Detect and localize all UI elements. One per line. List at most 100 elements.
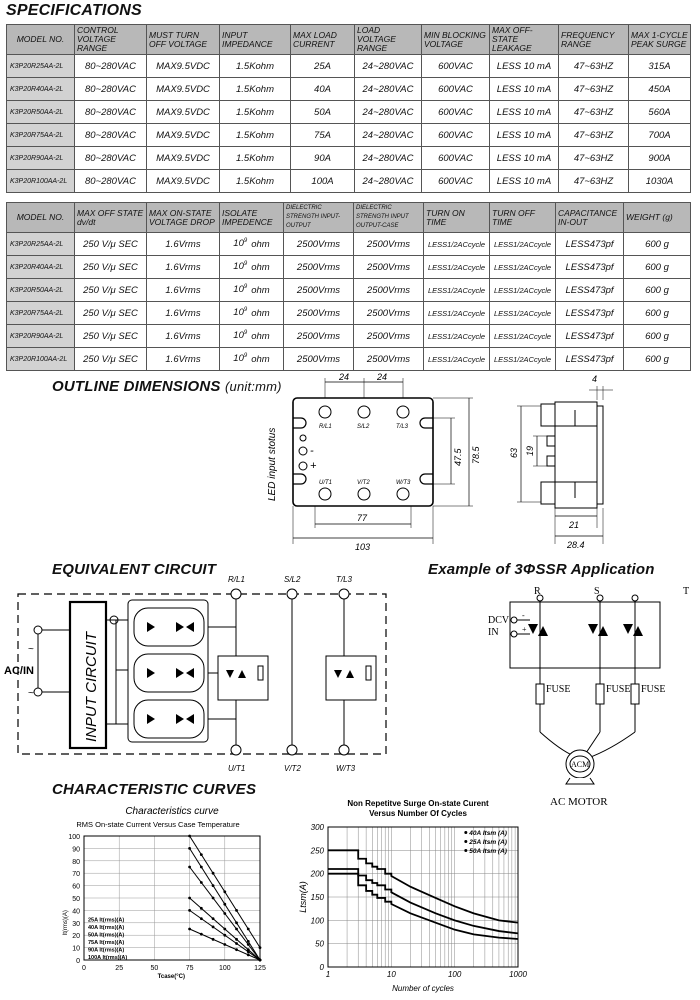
table-cell: 47~63HZ — [558, 123, 629, 147]
table-cell: 1.6Vrms — [146, 232, 220, 256]
dim-47-5: 47.5 — [453, 447, 463, 466]
table-cell: MAX9.5VDC — [146, 100, 220, 124]
term-tl3: T/L3 — [396, 424, 409, 430]
table-cell: LESS1/2ACcycle — [489, 347, 556, 371]
y-tick-label: 40 — [72, 908, 80, 915]
circuit-ut1: U/T1 — [228, 764, 245, 773]
table-cell: 1.5Kohm — [219, 123, 291, 147]
application-diagram: R S T DCV IN - + FUSE FUSE FUSE ACM AC M… — [488, 586, 689, 808]
led-minus: - — [310, 445, 314, 457]
series-point — [223, 927, 227, 931]
isolate-base: 10 — [233, 261, 244, 273]
series-point — [211, 937, 215, 941]
plot-frame — [83, 835, 261, 961]
table-cell: 600 g — [623, 278, 691, 302]
series-point — [235, 909, 238, 912]
chart-title: Non Repetitve Surge On-state Curent — [347, 799, 489, 808]
header-cell: INPUT IMPEDANCE — [219, 24, 291, 55]
circuit-wt3: W/T3 — [336, 764, 356, 773]
isolate-base: 10 — [233, 330, 244, 342]
acm-label: ACM — [571, 760, 589, 769]
y-tick-label: 250 — [310, 846, 325, 855]
exponent: 9 — [243, 330, 248, 337]
table-cell: 600 g — [623, 347, 691, 371]
header-cell: MAX OFF-STATE LEAKAGE — [489, 24, 559, 55]
x-tick-label: 75 — [186, 965, 194, 972]
legend-marker — [464, 831, 468, 834]
series-point — [199, 917, 203, 921]
table-cell: 600 g — [623, 301, 691, 325]
series-point — [211, 925, 215, 929]
dim-24a: 24 — [338, 372, 349, 382]
exponent: 9 — [243, 238, 248, 245]
header-cell: WEIGHT (g) — [623, 202, 691, 233]
table-cell: 1.5Kohm — [219, 100, 291, 124]
tilde-1: ~ — [28, 644, 34, 655]
series-point — [235, 948, 238, 952]
ssr-body — [292, 397, 434, 507]
table-cell: MAX9.5VDC — [146, 146, 220, 170]
series-point — [223, 912, 227, 915]
term-wt3: W/T3 — [396, 480, 411, 486]
table-cell: 2500Vrms — [283, 324, 354, 348]
table-cell: 2500Vrms — [283, 347, 354, 371]
term-sl2: S/L2 — [357, 424, 370, 430]
table-cell: 47~63HZ — [558, 146, 629, 170]
table-cell: K3P20R50AA-2L — [6, 278, 75, 302]
header-cell: FREQUENCY RANGE — [558, 24, 629, 55]
y-tick-label: 150 — [311, 893, 325, 902]
input-circuit-box — [68, 600, 108, 750]
table-cell: 80~280VAC — [74, 100, 147, 124]
table-cell: 1.6Vrms — [146, 301, 220, 325]
y-tick-label: 70 — [72, 871, 80, 878]
x-tick-label: 1 — [326, 970, 330, 979]
x-axis-label: Tcase(°C) — [158, 974, 185, 980]
series-point — [258, 946, 262, 949]
table-cell: 600VAC — [421, 54, 490, 78]
table-cell: 2500Vrms — [353, 278, 424, 302]
outline-drawing: 24 24 R/L1 S/L2 T/L3 U/T1 V/T2 W/T3 - + … — [267, 372, 613, 552]
header-cell: DIELECTRIC STRENGTH INPUT-OUTPUT — [283, 202, 354, 233]
y-tick-label: 0 — [76, 958, 80, 965]
table-cell: LESS1/2ACcycle — [423, 278, 490, 302]
table-cell: 25A — [290, 54, 355, 78]
table-cell: 90A — [290, 146, 355, 170]
table-cell: LESS473pf — [555, 347, 624, 371]
table-cell: 600VAC — [421, 100, 490, 124]
x-tick-label: 125 — [254, 965, 266, 972]
y-tick-label: 20 — [72, 933, 80, 940]
series-point — [211, 917, 215, 921]
series-point — [235, 921, 238, 925]
led-plus: + — [310, 460, 317, 472]
y-tick-label: 300 — [311, 823, 325, 832]
y-tick-label: 50 — [72, 896, 80, 903]
legend-entry: 75A It(rms)(A) — [88, 940, 124, 946]
legend-entry: 50A It(rms)(A) — [88, 933, 124, 939]
table-cell: LESS 10 mA — [489, 100, 559, 124]
legend-entry: 40A It(rms)(A) — [88, 925, 124, 931]
outline-unit: (unit:mm) — [224, 379, 282, 394]
dim-4: 4 — [592, 374, 597, 384]
table-cell: 1.5Kohm — [219, 169, 291, 193]
table-cell: LESS1/2ACcycle — [423, 255, 490, 279]
dim-78-5: 78.5 — [471, 445, 481, 464]
acin-label: AC/IN — [4, 665, 34, 677]
table-cell: LESS1/2ACcycle — [423, 232, 490, 256]
header-cell: ISOLATE IMPEDENCE — [219, 202, 284, 233]
term-vt2: V/T2 — [357, 480, 370, 486]
table-cell: LESS1/2ACcycle — [423, 324, 490, 348]
equivalent-circuit: INPUT CIRCUIT ~ ~ AC/IN R/ — [4, 575, 387, 773]
table-cell: 600 g — [623, 324, 691, 348]
isolate-unit: ohm — [251, 261, 270, 273]
isolate-unit: ohm — [251, 330, 270, 342]
input-circuit-label: INPUT CIRCUIT — [83, 630, 100, 742]
x-tick-label: 100 — [219, 965, 231, 972]
table-cell: 1.6Vrms — [146, 255, 220, 279]
series-point — [235, 942, 238, 945]
table-cell: LESS1/2ACcycle — [423, 347, 490, 371]
